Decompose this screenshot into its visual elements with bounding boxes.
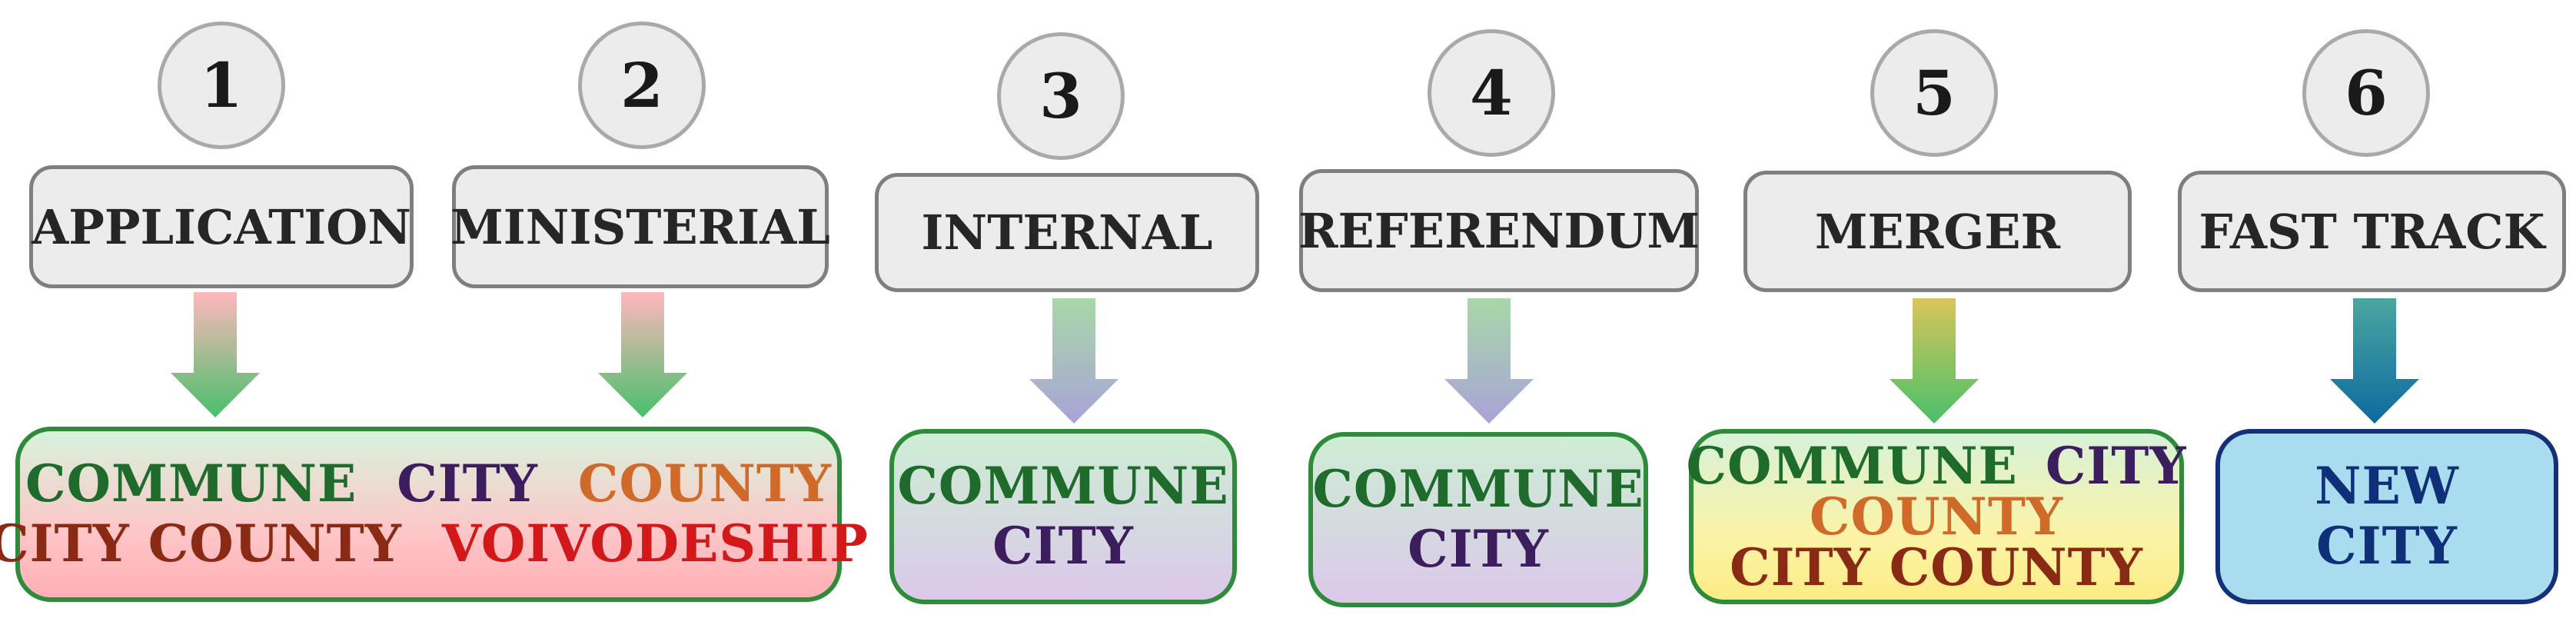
outcome-voivodeship: VOIVODESHIP — [441, 514, 869, 573]
outcome-commune: COMMUNE — [897, 456, 1229, 517]
arrow-down-icon — [1890, 298, 1979, 424]
step-number-6: 6 — [2302, 29, 2430, 157]
outcome-box-referendum: COMMUNE CITY — [1308, 432, 1648, 607]
outcome-row: COMMUNE CITY COUNTY — [15, 454, 843, 514]
step-number-1: 1 — [158, 22, 285, 149]
stage-label-fast-track: FAST TRACK — [2178, 171, 2566, 292]
arrow-down-icon — [171, 292, 260, 417]
outcome-box-fast-track: NEW CITY — [2215, 429, 2558, 604]
step-number-2: 2 — [578, 22, 706, 149]
arrow-down-icon — [1444, 298, 1534, 424]
outcome-city-county: CITY COUNTY — [0, 514, 402, 573]
step-number-4: 4 — [1428, 29, 1555, 157]
step-number-5: 5 — [1870, 29, 1998, 157]
outcome-box-internal: COMMUNE CITY — [889, 429, 1237, 604]
outcome-city: CITY — [397, 454, 538, 514]
outcome-commune: COMMUNE — [25, 454, 357, 514]
outcome-new: NEW — [2315, 456, 2459, 517]
stage-label-application: APPLICATION — [29, 165, 414, 288]
outcome-commune: COMMUNE — [1312, 459, 1644, 520]
stage-label-merger: MERGER — [1743, 171, 2132, 292]
outcome-commune: COMMUNE — [1686, 436, 2018, 496]
outcome-city: CITY — [2045, 436, 2187, 496]
stage-label-internal: INTERNAL — [875, 173, 1259, 292]
arrow-down-icon — [2330, 298, 2419, 424]
outcome-city-county: CITY COUNTY — [1730, 537, 2143, 597]
outcome-city: CITY — [1408, 519, 1549, 579]
outcome-city: CITY — [992, 516, 1134, 576]
outcome-city: CITY — [2316, 516, 2458, 576]
arrow-down-icon — [1029, 298, 1118, 424]
step-number-3: 3 — [997, 32, 1125, 160]
outcome-box-application-ministerial: COMMUNE CITY COUNTY CITY COUNTY VOIVODES… — [0, 427, 868, 602]
outcome-row: COMMUNE CITY — [1682, 440, 2192, 491]
outcome-box-merger: COMMUNE CITY COUNTY CITY COUNTY — [1687, 429, 2185, 604]
arrow-down-icon — [598, 292, 687, 417]
outcome-county: COUNTY — [577, 454, 833, 514]
stage-label-referendum: REFERENDUM — [1298, 169, 1700, 292]
stage-label-ministerial: MINISTERIAL — [450, 165, 830, 288]
outcome-row: CITY COUNTY VOIVODESHIP — [0, 514, 879, 574]
outcome-county: COUNTY — [1809, 487, 2064, 547]
